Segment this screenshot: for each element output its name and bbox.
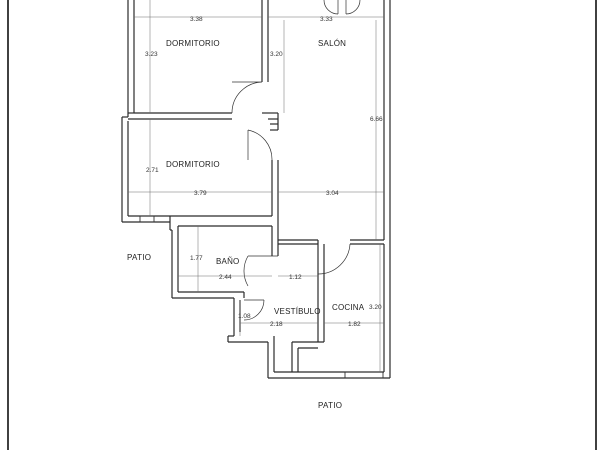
bano-door	[243, 255, 278, 287]
room-label-bano: BAÑO	[216, 257, 239, 266]
dim-vestibulo-width: 2.18	[270, 321, 283, 328]
dim-bano-height: 1.77	[190, 255, 203, 262]
interior-walls	[128, 0, 384, 372]
salon-entry-door	[323, 0, 361, 15]
room-label-dormitorio-2: DORMITORIO	[166, 160, 220, 169]
dim-bano-door: 1.12	[289, 274, 302, 281]
room-label-cocina: COCINA	[332, 303, 365, 312]
room-label-salon: SALÓN	[318, 39, 346, 48]
dimension-lines	[128, 0, 384, 372]
dim-salon-height: 3.20	[270, 51, 283, 58]
dim-cocina-width: 1.82	[348, 321, 361, 328]
outside-label-patio-left: PATIO	[127, 253, 151, 262]
dim-dormitorio-1-width: 3.38	[190, 16, 203, 23]
cocina-door	[317, 243, 351, 275]
dim-salon-width: 3.33	[320, 16, 333, 23]
vestibulo-door	[243, 299, 265, 321]
room-label-vestibulo: VESTÍBULO	[274, 307, 321, 316]
dim-dormitorio-1-height: 3.23	[145, 51, 158, 58]
room-label-dormitorio-1: DORMITORIO	[166, 39, 220, 48]
dim-salon-length: 6.66	[370, 116, 383, 123]
dim-cocina-height: 3.20	[369, 304, 382, 311]
doors	[231, 0, 361, 321]
dormitorio-2-door	[247, 129, 273, 161]
dim-bano-width: 2.44	[219, 274, 232, 281]
outside-label-patio-bottom: PATIO	[318, 401, 342, 410]
dim-dormitorio-2-width: 3.79	[194, 190, 207, 197]
dormitorio-1-door	[231, 81, 263, 114]
dim-salon-lower-width: 3.04	[326, 190, 339, 197]
dim-vestibulo-small: 1.08	[238, 313, 251, 320]
dim-dormitorio-2-height: 2.71	[146, 167, 159, 174]
